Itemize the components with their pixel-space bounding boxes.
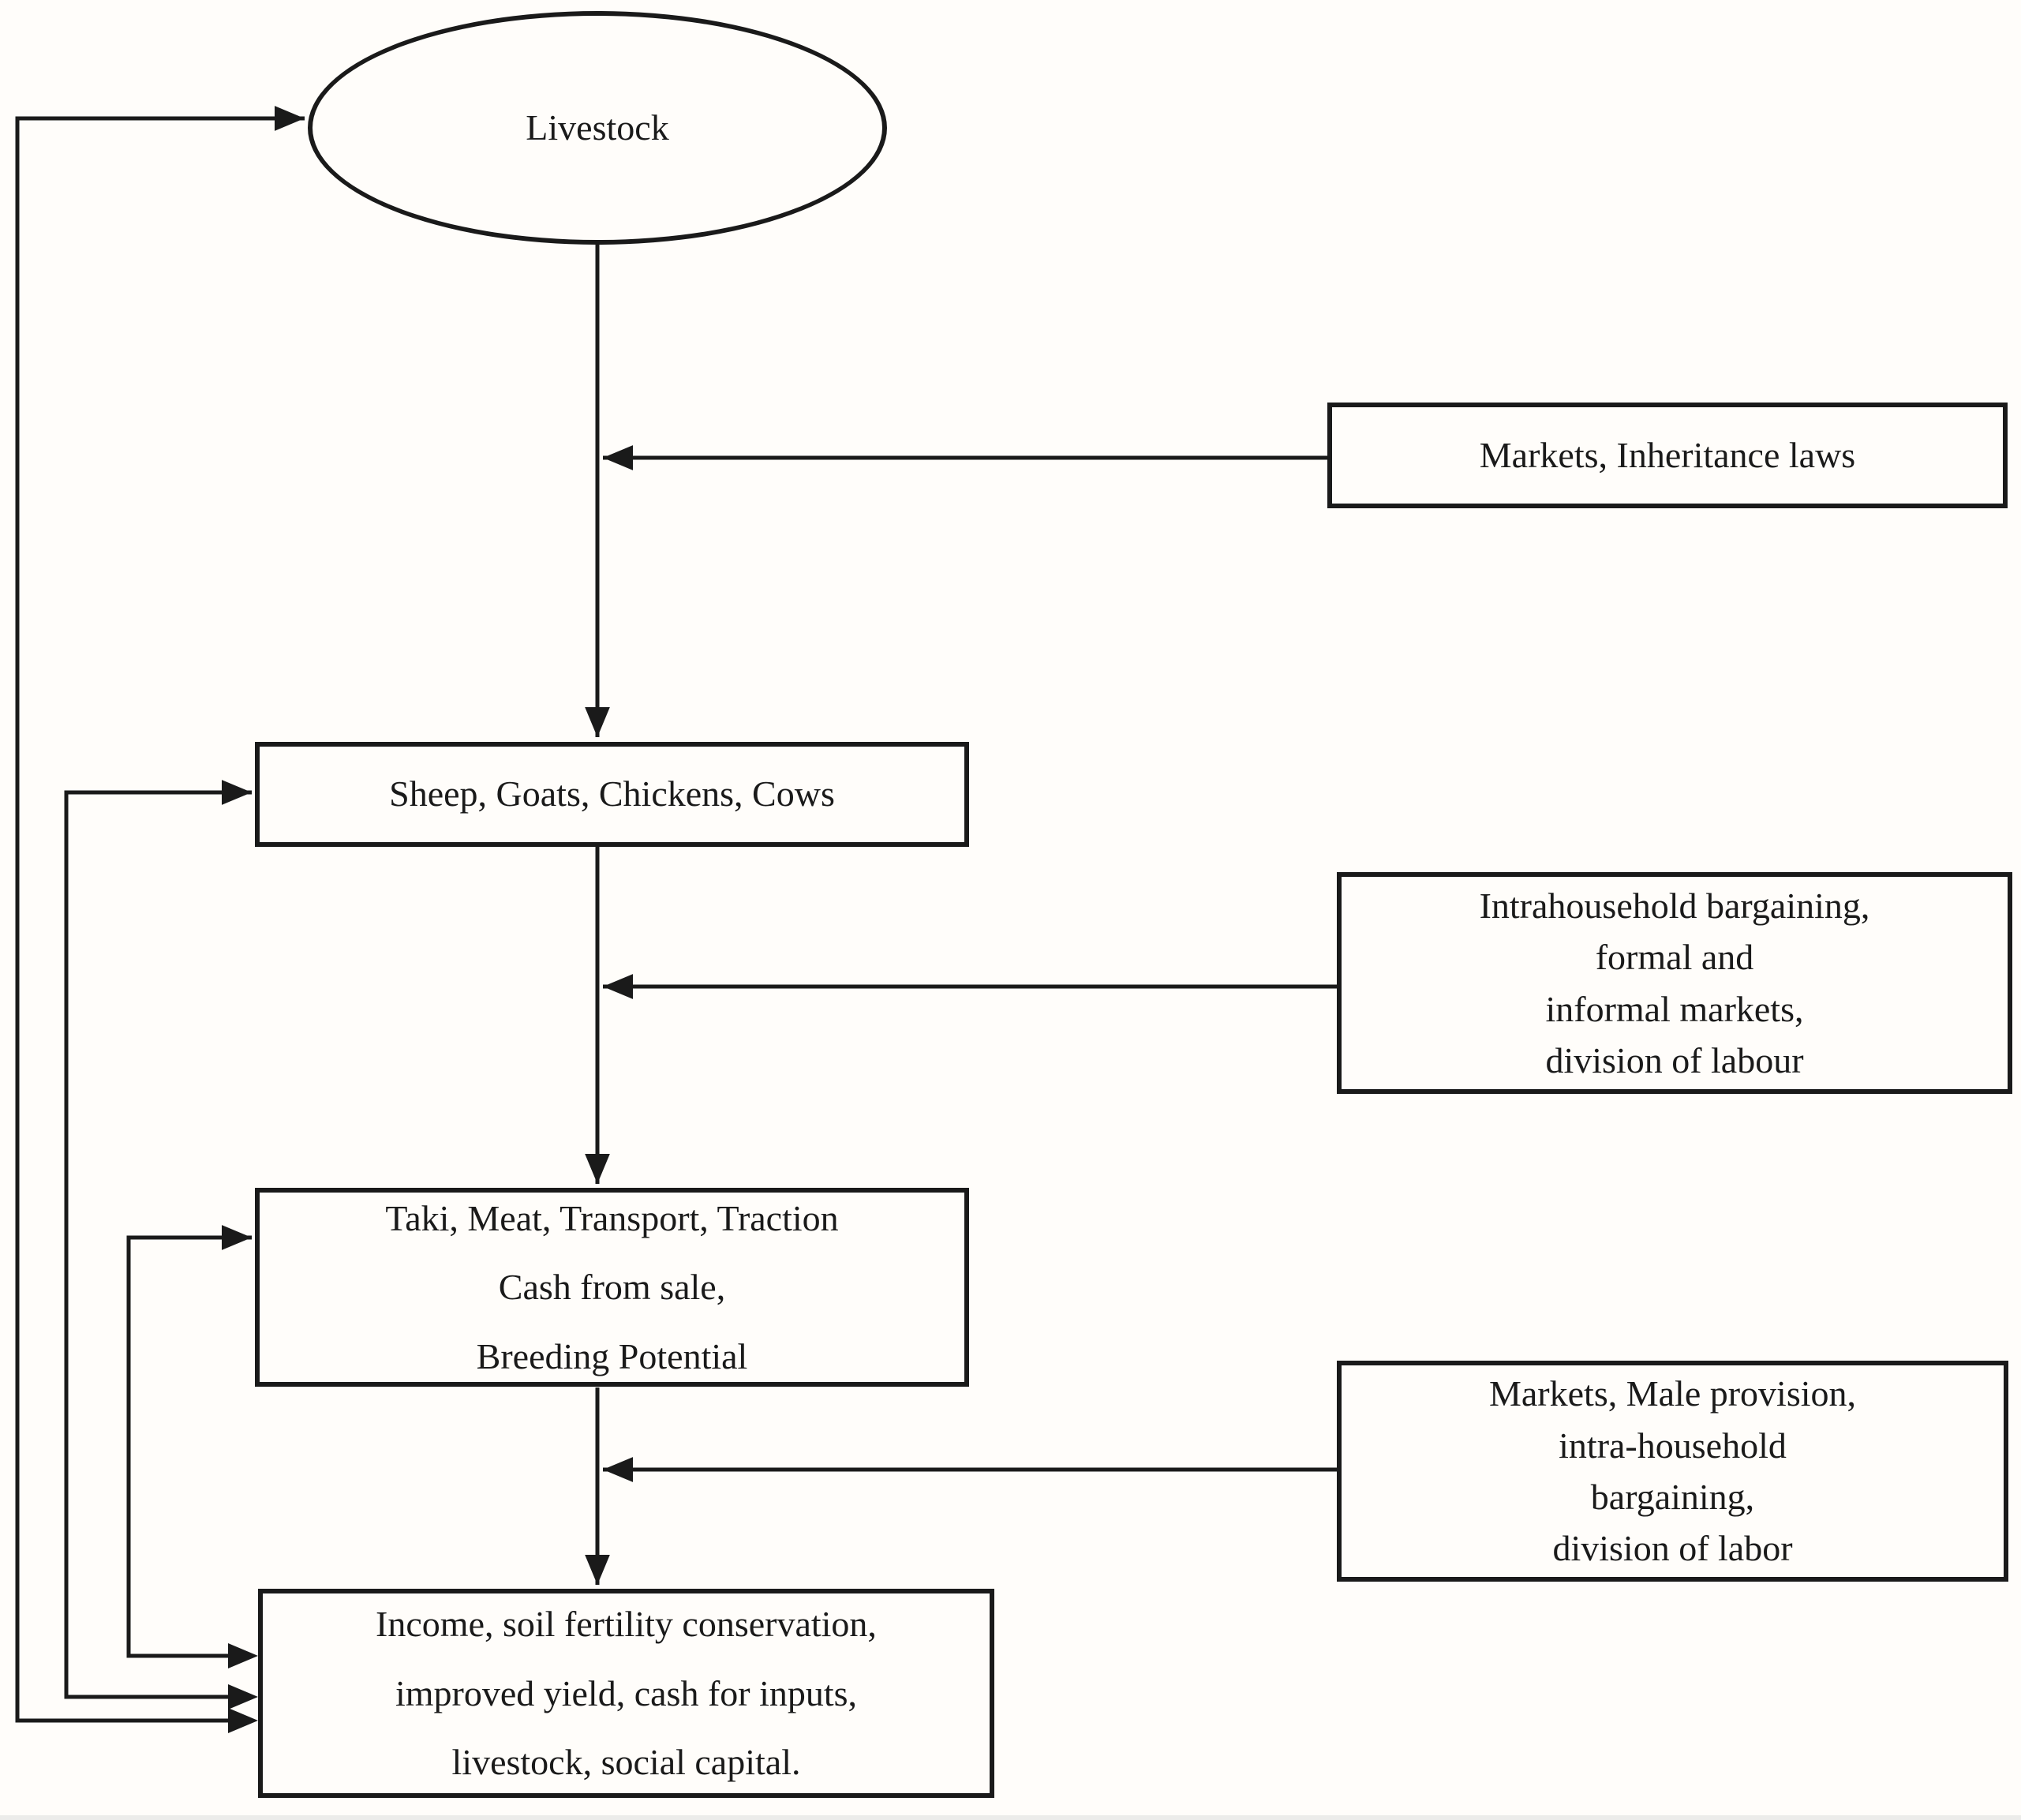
feedback-outcomes-livestock-arrowhead — [228, 1708, 258, 1733]
outcomes-line: livestock, social capital. — [451, 1742, 801, 1783]
products-node: Taki, Meat, Transport, Traction Cash fro… — [255, 1188, 969, 1387]
outcomes-node: Income, soil fertility conservation, imp… — [258, 1589, 994, 1798]
outcomes-line: Income, soil fertility conservation, — [376, 1604, 877, 1645]
products-line: Cash from sale, — [498, 1267, 726, 1308]
livestock-node: Livestock — [308, 11, 887, 245]
provision-node: Markets, Male provision, intra-household… — [1337, 1361, 2008, 1582]
species-node: Sheep, Goats, Chickens, Cows — [255, 742, 969, 847]
products-line: Taki, Meat, Transport, Traction — [385, 1197, 839, 1238]
inheritance-label: Markets, Inheritance laws — [1479, 434, 1856, 475]
bargaining-line: Intrahousehold bargaining, — [1479, 885, 1870, 926]
provision-line: bargaining, — [1590, 1477, 1755, 1517]
feedback-outcomes-products — [126, 1225, 252, 1658]
provision-line: intra-household — [1559, 1425, 1787, 1466]
species-label: Sheep, Goats, Chickens, Cows — [389, 773, 835, 815]
feedback-outcomes-livestock — [15, 106, 305, 1723]
provision-line: division of labor — [1552, 1528, 1793, 1569]
inheritance-node: Markets, Inheritance laws — [1327, 403, 2008, 508]
feedback-outcomes-species-arrowhead — [228, 1684, 258, 1710]
provision-line: Markets, Male provision, — [1488, 1373, 1857, 1414]
livestock-label: Livestock — [526, 107, 669, 148]
feedback-outcomes-products-arrowhead — [228, 1643, 258, 1668]
bargaining-node: Intrahousehold bargaining, formal and in… — [1337, 872, 2012, 1094]
bargaining-line: informal markets, — [1545, 988, 1804, 1029]
bargaining-line: formal and — [1595, 937, 1754, 978]
outcomes-line: improved yield, cash for inputs, — [395, 1672, 858, 1713]
products-line: Breeding Potential — [476, 1335, 748, 1376]
feedback-outcomes-species — [64, 780, 252, 1699]
bargaining-line: division of labour — [1545, 1039, 1804, 1080]
